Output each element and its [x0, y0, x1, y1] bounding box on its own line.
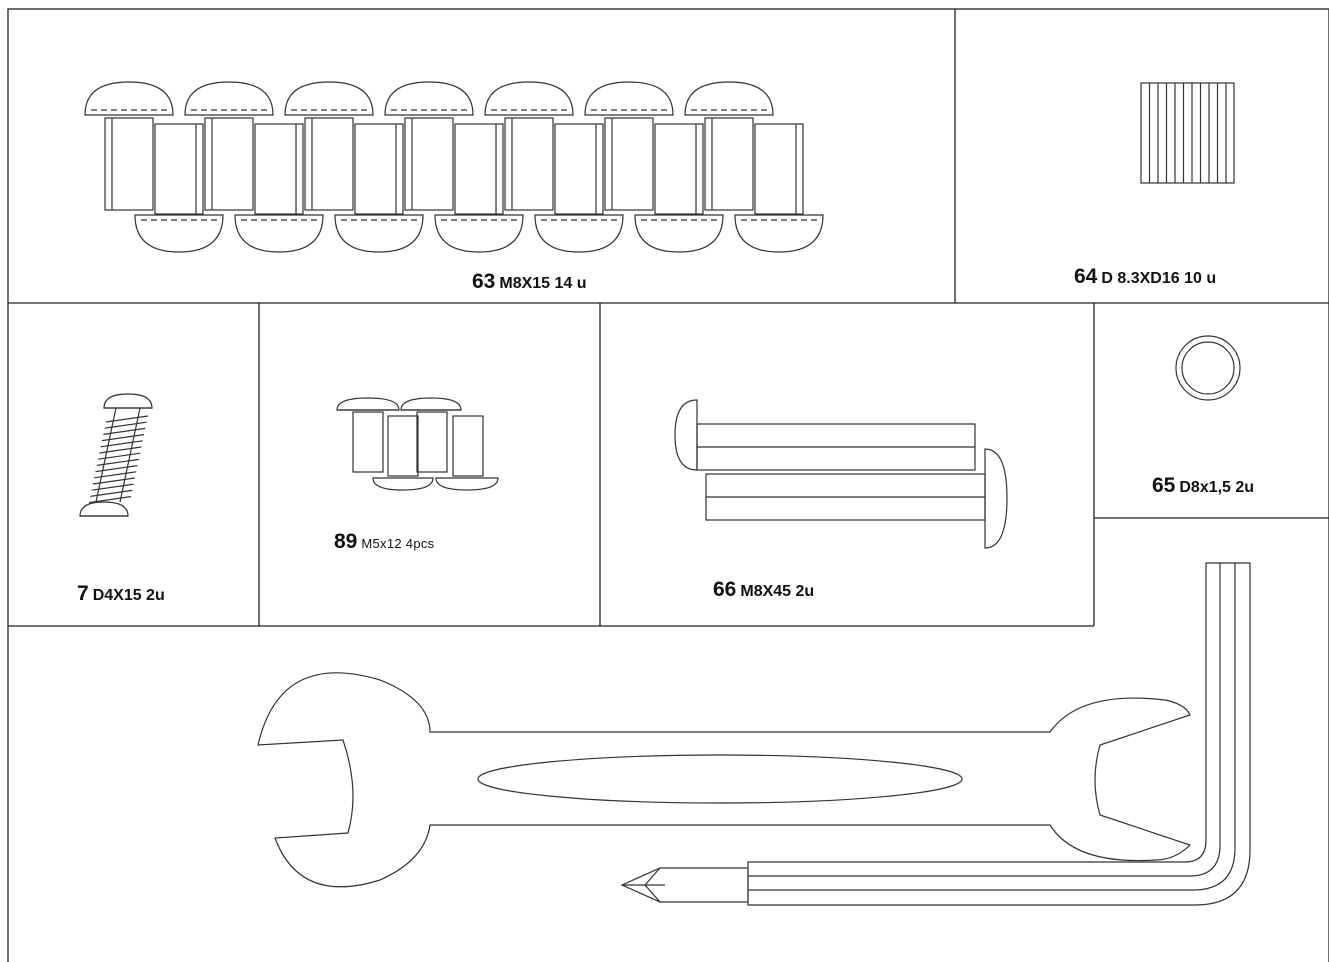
screw-63-bottom: [734, 123, 824, 253]
screw-63-top: [84, 81, 174, 211]
panel-grid: [7, 8, 1329, 962]
screw-63-top: [684, 81, 774, 211]
thread-line: [99, 446, 142, 454]
thread-line: [104, 421, 147, 429]
thread-line: [103, 427, 146, 435]
screw-63-top: [284, 81, 374, 211]
open-end-wrench: [257, 672, 1192, 888]
screw-63-bottom: [334, 123, 424, 253]
part-63-number: 63: [472, 270, 496, 293]
part-89-spec: M5x12 4pcs: [361, 536, 435, 551]
screw-63-bottom: [534, 123, 624, 253]
thread-line: [91, 483, 134, 491]
part-65-ring-drawing: [1175, 335, 1241, 401]
screwdriver-bit: [620, 867, 749, 903]
screw-63-bottom: [134, 123, 224, 253]
part-64-spacer-drawing: [1140, 82, 1235, 184]
part-64-spec: D 8.3XD16 10 u: [1101, 270, 1217, 287]
thread-line: [90, 489, 133, 497]
part-7-number: 7: [77, 582, 89, 605]
screw-63-top: [484, 81, 574, 211]
screw-63-bottom: [634, 123, 724, 253]
part-89-number: 89: [334, 530, 358, 553]
screw-63-bottom: [434, 123, 524, 253]
thread-line: [105, 415, 148, 423]
thread-line: [92, 477, 135, 485]
screw-63-bottom: [234, 123, 324, 253]
part-63-screw-group: [84, 81, 824, 253]
part-66-spec: M8X45 2u: [740, 583, 815, 600]
thread-line: [100, 440, 143, 448]
part-65-spec: D8x1,5 2u: [1179, 479, 1255, 496]
thread-line: [96, 458, 139, 466]
screw-63-top: [384, 81, 474, 211]
part-89-screw-drawing: [336, 397, 499, 491]
part-66-bolt-drawing: [674, 399, 1008, 549]
screw-63-top: [584, 81, 674, 211]
part-63-spec: M8X15 14 u: [499, 275, 587, 292]
part-7-spec: D4X15 2u: [92, 587, 165, 604]
part-7-tapping-screw-drawing: [79, 393, 153, 517]
thread-line: [88, 496, 132, 504]
part-64-number: 64: [1074, 265, 1098, 288]
allen-key: [747, 562, 1251, 906]
thread-line: [98, 452, 141, 460]
screw-63-top: [184, 81, 274, 211]
part-66-number: 66: [713, 578, 737, 601]
thread-line: [101, 434, 145, 442]
thread-line: [94, 471, 137, 479]
thread-line: [95, 465, 138, 473]
part-65-number: 65: [1152, 474, 1176, 497]
